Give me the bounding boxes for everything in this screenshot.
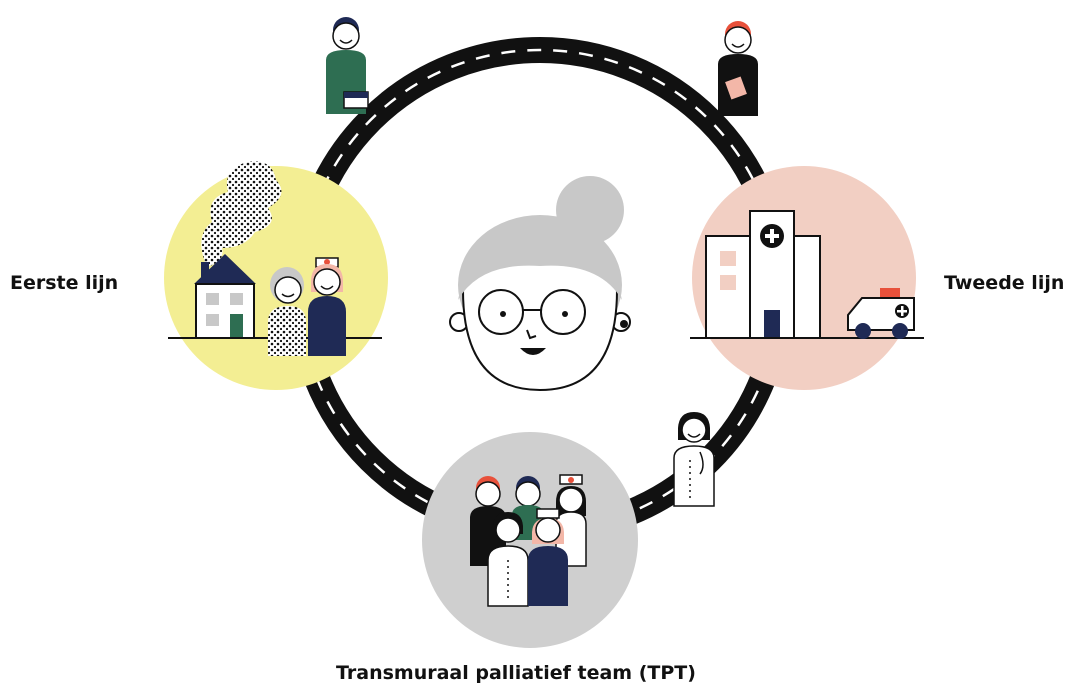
patient-grandmother-illustration: [449, 176, 631, 392]
second-line-hospital-illustration: [690, 166, 924, 390]
second-line-label: Tweede lijn: [944, 272, 1065, 294]
first-line-home-illustration: [164, 161, 388, 390]
tpt-label: Transmuraal palliatief team (TPT): [336, 662, 696, 684]
doctor-figure: [673, 412, 715, 507]
tpt-team-illustration: [422, 432, 638, 648]
pharmacist-figure: [718, 21, 758, 116]
first-line-label: Eerste lijn: [10, 272, 119, 294]
caregiver-with-bag-figure: [326, 17, 369, 114]
